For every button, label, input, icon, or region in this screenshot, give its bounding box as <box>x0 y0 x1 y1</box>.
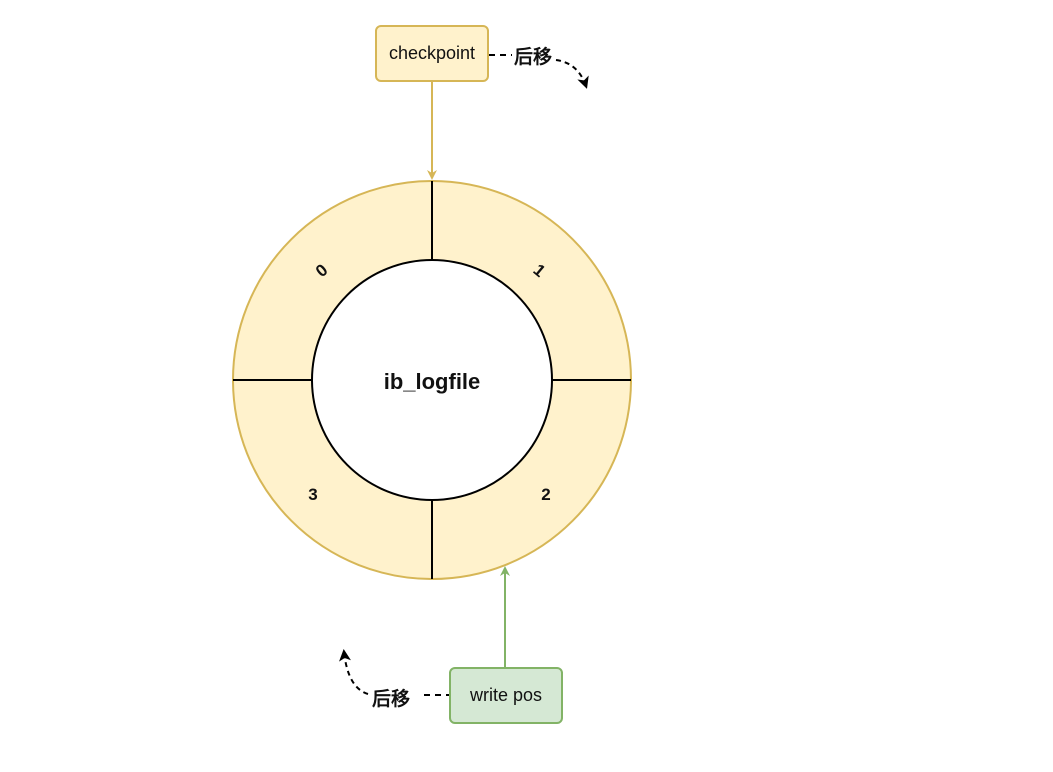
checkpoint-box[interactable]: checkpoint <box>375 25 489 82</box>
move-label-top: 后移 <box>514 46 553 68</box>
move-label-bottom: 后移 <box>372 688 411 710</box>
center-label: ib_logfile <box>384 369 481 394</box>
writepos-move-arrow <box>339 649 369 695</box>
write-pos-box[interactable]: write pos <box>449 667 563 724</box>
segment-label-2: 2 <box>541 485 550 504</box>
checkpoint-move-arrow <box>555 59 589 89</box>
checkpoint-label: checkpoint <box>388 43 476 63</box>
segment-label-3: 3 <box>308 485 317 504</box>
write-pos-label: write pos <box>469 685 543 705</box>
